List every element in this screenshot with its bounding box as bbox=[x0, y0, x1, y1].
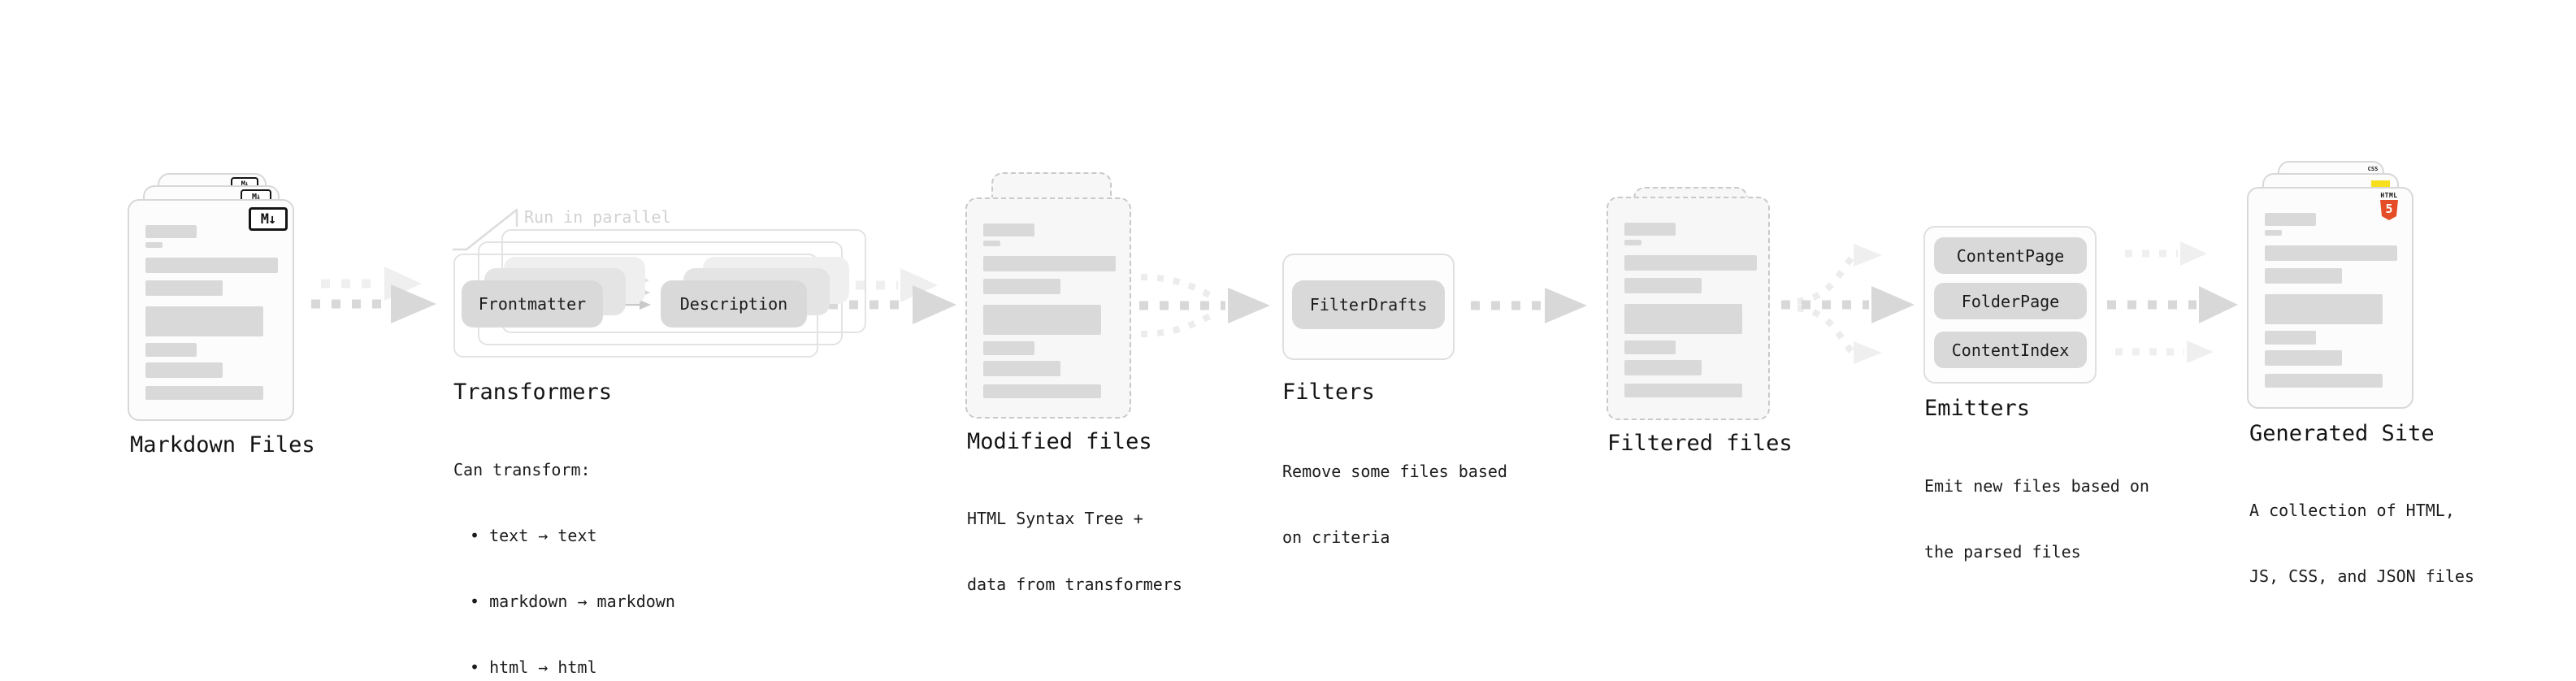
html5-icon-label: HTML bbox=[2380, 192, 2398, 199]
doc-content-line bbox=[1624, 278, 1702, 293]
html5-icon: HTML 5 bbox=[2379, 192, 2400, 220]
doc-content-line bbox=[1624, 223, 1676, 236]
html5-icon-shield: 5 bbox=[2380, 200, 2398, 220]
generated-site-title: Generated Site bbox=[2249, 421, 2435, 446]
filtered-file-card-front bbox=[1607, 197, 1770, 420]
doc-content-line bbox=[983, 384, 1101, 398]
emitter-content-page: ContentPage bbox=[1934, 237, 2087, 274]
emitter-content-index: ContentIndex bbox=[1934, 332, 2087, 368]
filter-drafts: FilterDrafts bbox=[1292, 280, 1445, 329]
transformer-frontmatter: Frontmatter bbox=[462, 280, 603, 327]
parallel-note-leader-line bbox=[452, 208, 518, 251]
transformer-description: Description bbox=[661, 280, 807, 327]
doc-content-line bbox=[145, 386, 263, 400]
caption-line: Emit new files based on bbox=[1924, 476, 2149, 496]
caption-line: the parsed files bbox=[1924, 542, 2081, 562]
transformers-caption: Can transform: • text → text • markdown … bbox=[453, 415, 675, 681]
parallel-note: Run in parallel bbox=[524, 207, 671, 227]
filters-title: Filters bbox=[1282, 380, 1375, 405]
doc-content-line bbox=[983, 361, 1060, 376]
caption-line: A collection of HTML, bbox=[2249, 501, 2455, 520]
doc-content-line bbox=[145, 343, 197, 357]
filtered-files-title: Filtered files bbox=[1607, 431, 1793, 456]
doc-content-line bbox=[983, 341, 1034, 355]
doc-content-line bbox=[145, 242, 163, 248]
emitters-caption: Emit new files based on the parsed files bbox=[1924, 432, 2149, 607]
arrow-transformers-to-modified bbox=[829, 268, 956, 324]
doc-content-line bbox=[2265, 230, 2282, 236]
arrow-filters-to-filtered bbox=[1471, 288, 1587, 323]
emitter-folder-page: FolderPage bbox=[1934, 283, 2087, 319]
doc-content-line bbox=[2265, 374, 2383, 388]
generated-site-caption: A collection of HTML, JS, CSS, and JSON … bbox=[2249, 456, 2474, 631]
caption-line: Can transform: bbox=[453, 460, 591, 479]
doc-content-line bbox=[983, 223, 1034, 236]
doc-content-line bbox=[1624, 304, 1742, 334]
site-file-card-html: HTML 5 bbox=[2247, 187, 2413, 409]
doc-content-line bbox=[2265, 213, 2316, 226]
caption-line: on criteria bbox=[1282, 527, 1390, 547]
doc-content-line bbox=[983, 305, 1101, 335]
arrow-filtered-to-emitters bbox=[1781, 244, 1915, 364]
doc-content-line bbox=[983, 279, 1060, 294]
transformers-title: Transformers bbox=[453, 380, 613, 405]
caption-line: data from transformers bbox=[967, 575, 1182, 594]
css-icon-label: CSS bbox=[2367, 166, 2379, 172]
doc-content-line bbox=[2265, 350, 2342, 366]
html5-icon-numeral: 5 bbox=[2385, 202, 2393, 216]
caption-line: HTML Syntax Tree + bbox=[967, 509, 1143, 528]
modified-files-title: Modified files bbox=[967, 429, 1152, 454]
modified-file-card-front bbox=[965, 197, 1131, 419]
markdown-file-card-front: M↓ bbox=[128, 199, 294, 421]
doc-content-line bbox=[2265, 245, 2397, 261]
javascript-icon bbox=[2371, 180, 2390, 189]
doc-content-line bbox=[2265, 294, 2383, 324]
markdown-files-title: Markdown Files bbox=[130, 432, 315, 458]
filters-caption: Remove some files based on criteria bbox=[1282, 417, 1507, 592]
caption-bullet: • markdown → markdown bbox=[470, 592, 675, 611]
doc-content-line bbox=[1624, 360, 1702, 375]
doc-content-line bbox=[1624, 255, 1757, 271]
doc-content-line bbox=[145, 306, 263, 336]
doc-content-line bbox=[2265, 331, 2316, 345]
doc-content-line bbox=[2265, 268, 2342, 284]
doc-content-line bbox=[145, 258, 278, 273]
doc-content-line bbox=[145, 362, 223, 378]
doc-content-line bbox=[983, 256, 1116, 271]
caption-line: Remove some files based bbox=[1282, 462, 1507, 481]
caption-bullet: • html → html bbox=[470, 657, 597, 677]
emitters-title: Emitters bbox=[1924, 396, 2031, 421]
caption-bullet: • text → text bbox=[470, 526, 597, 545]
markdown-icon: M↓ bbox=[249, 207, 288, 231]
doc-content-line bbox=[145, 280, 223, 296]
arrow-modified-to-filters bbox=[1139, 274, 1270, 337]
caption-line: JS, CSS, and JSON files bbox=[2249, 566, 2474, 586]
doc-content-line bbox=[1624, 340, 1676, 354]
modified-files-caption: HTML Syntax Tree + data from transformer… bbox=[967, 464, 1182, 640]
arrow-markdown-to-transformers bbox=[311, 267, 436, 323]
doc-content-line bbox=[145, 225, 197, 238]
arrow-emitters-to-site bbox=[2107, 241, 2238, 363]
doc-content-line bbox=[983, 241, 1000, 246]
doc-content-line bbox=[1624, 240, 1641, 245]
doc-content-line bbox=[1624, 384, 1742, 397]
